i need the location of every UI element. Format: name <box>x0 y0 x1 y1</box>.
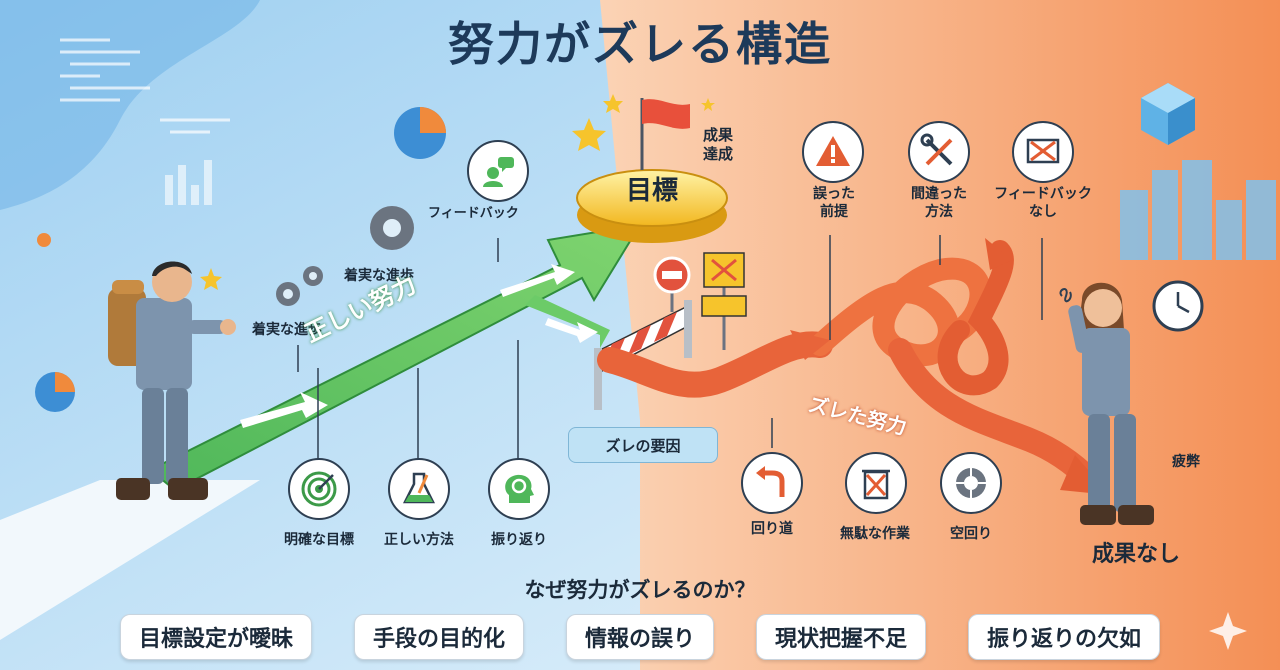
reason-pill: 振り返りの欠如 <box>967 614 1160 660</box>
goal-label: 目標 <box>625 176 678 206</box>
bar-chart-decoration <box>165 160 212 205</box>
detour-circle <box>741 452 803 514</box>
spinning-wheel-icon <box>956 468 986 498</box>
spinning-label: 空回り <box>950 526 992 542</box>
pillar-label-right-method: 正しい方法 <box>384 532 454 548</box>
hiker-figure <box>108 261 236 500</box>
cause-badge: ズレの要因 <box>568 427 718 463</box>
flask-icon <box>402 472 436 504</box>
question-heading: なぜ努力がズレるのか？ <box>524 578 756 602</box>
code-decoration <box>60 38 230 134</box>
wrong-premise-circle <box>802 121 864 183</box>
reason-pill: 手段の目的化 <box>353 614 524 660</box>
wrong-method-circle <box>908 121 970 183</box>
page-title: 努力がズレる構造 <box>448 17 832 71</box>
feedback-label: フィードバック <box>428 206 519 221</box>
trash-x-icon <box>862 469 890 500</box>
head-refresh-icon <box>505 474 534 503</box>
chat-person-icon <box>483 157 514 187</box>
reason-pill: 目標設定が曖昧 <box>120 614 313 660</box>
fatigue-label: 疲弊 <box>1172 454 1200 470</box>
spinning-circle <box>940 452 1002 514</box>
no-feedback-circle <box>1012 121 1074 183</box>
correct-effort-arrow <box>148 223 642 492</box>
no-message-icon <box>1026 138 1060 164</box>
pillar-target-circle <box>288 458 350 520</box>
pillar-reflection-circle <box>488 458 550 520</box>
target-icon <box>301 471 337 507</box>
wrong-effort-swirl <box>597 238 1110 495</box>
feedback-icon-circle <box>467 140 529 202</box>
steady-progress-label-1: 着実な進歩 <box>344 268 414 284</box>
gear-decoration <box>276 206 414 306</box>
reason-pill: 現状把握不足 <box>755 614 926 660</box>
waste-label: 無駄な作業 <box>840 526 910 542</box>
detour-icon <box>756 466 785 497</box>
pillar-flask-circle <box>388 458 450 520</box>
cube-decoration <box>1141 83 1195 145</box>
waste-circle <box>845 452 907 514</box>
goal-disc <box>572 94 728 243</box>
wrong-method-label: 間違った 方法 <box>911 186 967 220</box>
reason-pill: 情報の誤り <box>565 614 714 660</box>
steady-progress-label-2: 着実な進歩 <box>252 322 322 338</box>
detour-label: 回り道 <box>751 521 793 537</box>
reasons-list: 目標設定が曖昧 手段の目的化 情報の誤り 現状把握不足 振り返りの欠如 <box>120 614 1160 662</box>
goal-achieved-label: 成果 達成 <box>703 126 734 163</box>
warning-icon <box>816 136 850 166</box>
pillar-label-reflection: 振り返り <box>491 532 547 548</box>
sparkle-decoration <box>1209 612 1247 650</box>
tired-worker-figure <box>1059 280 1204 525</box>
pillar-label-clear-goal: 明確な目標 <box>284 532 354 548</box>
tools-icon <box>920 133 953 166</box>
no-result-label: 成果なし <box>1091 542 1180 567</box>
pie-chart-decoration <box>35 107 446 412</box>
no-feedback-label: フィードバック なし <box>994 186 1092 220</box>
wrong-premise-label: 誤った 前提 <box>813 186 855 220</box>
city-decoration <box>1120 160 1276 260</box>
